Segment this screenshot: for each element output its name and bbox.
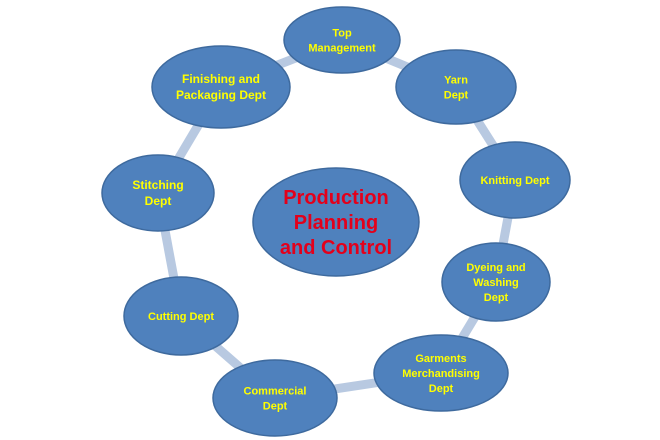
node-label-knitting-dept-line-0: Knitting Dept <box>480 175 549 187</box>
node-label-yarn-dept-line-1: Dept <box>444 90 469 102</box>
node-ellipse-cutting-dept <box>123 276 239 356</box>
node-label-stitching-dept-line-0: Stitching <box>132 178 183 192</box>
node-label-dyeing-washing-dept-line-1: Washing <box>473 277 518 289</box>
node-label-stitching-dept-line-1: Dept <box>145 194 172 208</box>
node-label-garments-merchandising-dept-line-2: Dept <box>429 383 454 395</box>
node-label-top-management-line-1: Management <box>308 43 376 55</box>
node-label-commercial-dept-line-0: Commercial <box>244 386 307 398</box>
node-label-garments-merchandising-dept-line-1: Merchandising <box>402 368 480 380</box>
node-ellipse-commercial-dept <box>212 359 338 437</box>
node-label-dyeing-washing-dept-line-0: Dyeing and <box>466 262 525 274</box>
node-label-garments-merchandising-dept-line-0: Garments <box>415 353 466 365</box>
center-ellipse <box>252 167 420 277</box>
node-label-finishing-packaging-dept-line-1: Packaging Dept <box>176 88 266 102</box>
center-label-line-0: Production <box>283 187 389 209</box>
node-ellipse-dyeing-washing-dept <box>441 242 551 322</box>
node-label-yarn-dept-line-0: Yarn <box>444 75 468 87</box>
node-ellipse-top-management <box>283 6 401 74</box>
node-ellipse-stitching-dept <box>101 154 215 232</box>
node-label-finishing-packaging-dept-line-0: Finishing and <box>182 72 260 86</box>
node-knitting-dept: Knitting Dept <box>459 141 571 219</box>
center-label-line-1: Planning <box>294 212 378 234</box>
node-ellipse-garments-merchandising-dept <box>373 334 509 412</box>
node-label-commercial-dept-line-1: Dept <box>263 401 288 413</box>
node-ellipse-finishing-packaging-dept <box>151 45 291 129</box>
node-ellipse-knitting-dept <box>459 141 571 219</box>
node-label-dyeing-washing-dept-line-2: Dept <box>484 292 509 304</box>
node-ellipse-yarn-dept <box>395 49 517 125</box>
node-label-top-management-line-0: Top <box>332 28 352 40</box>
node-cutting-dept: Cutting Dept <box>123 276 239 356</box>
node-label-cutting-dept-line-0: Cutting Dept <box>148 311 214 323</box>
center-label-line-2: and Control <box>280 237 392 259</box>
